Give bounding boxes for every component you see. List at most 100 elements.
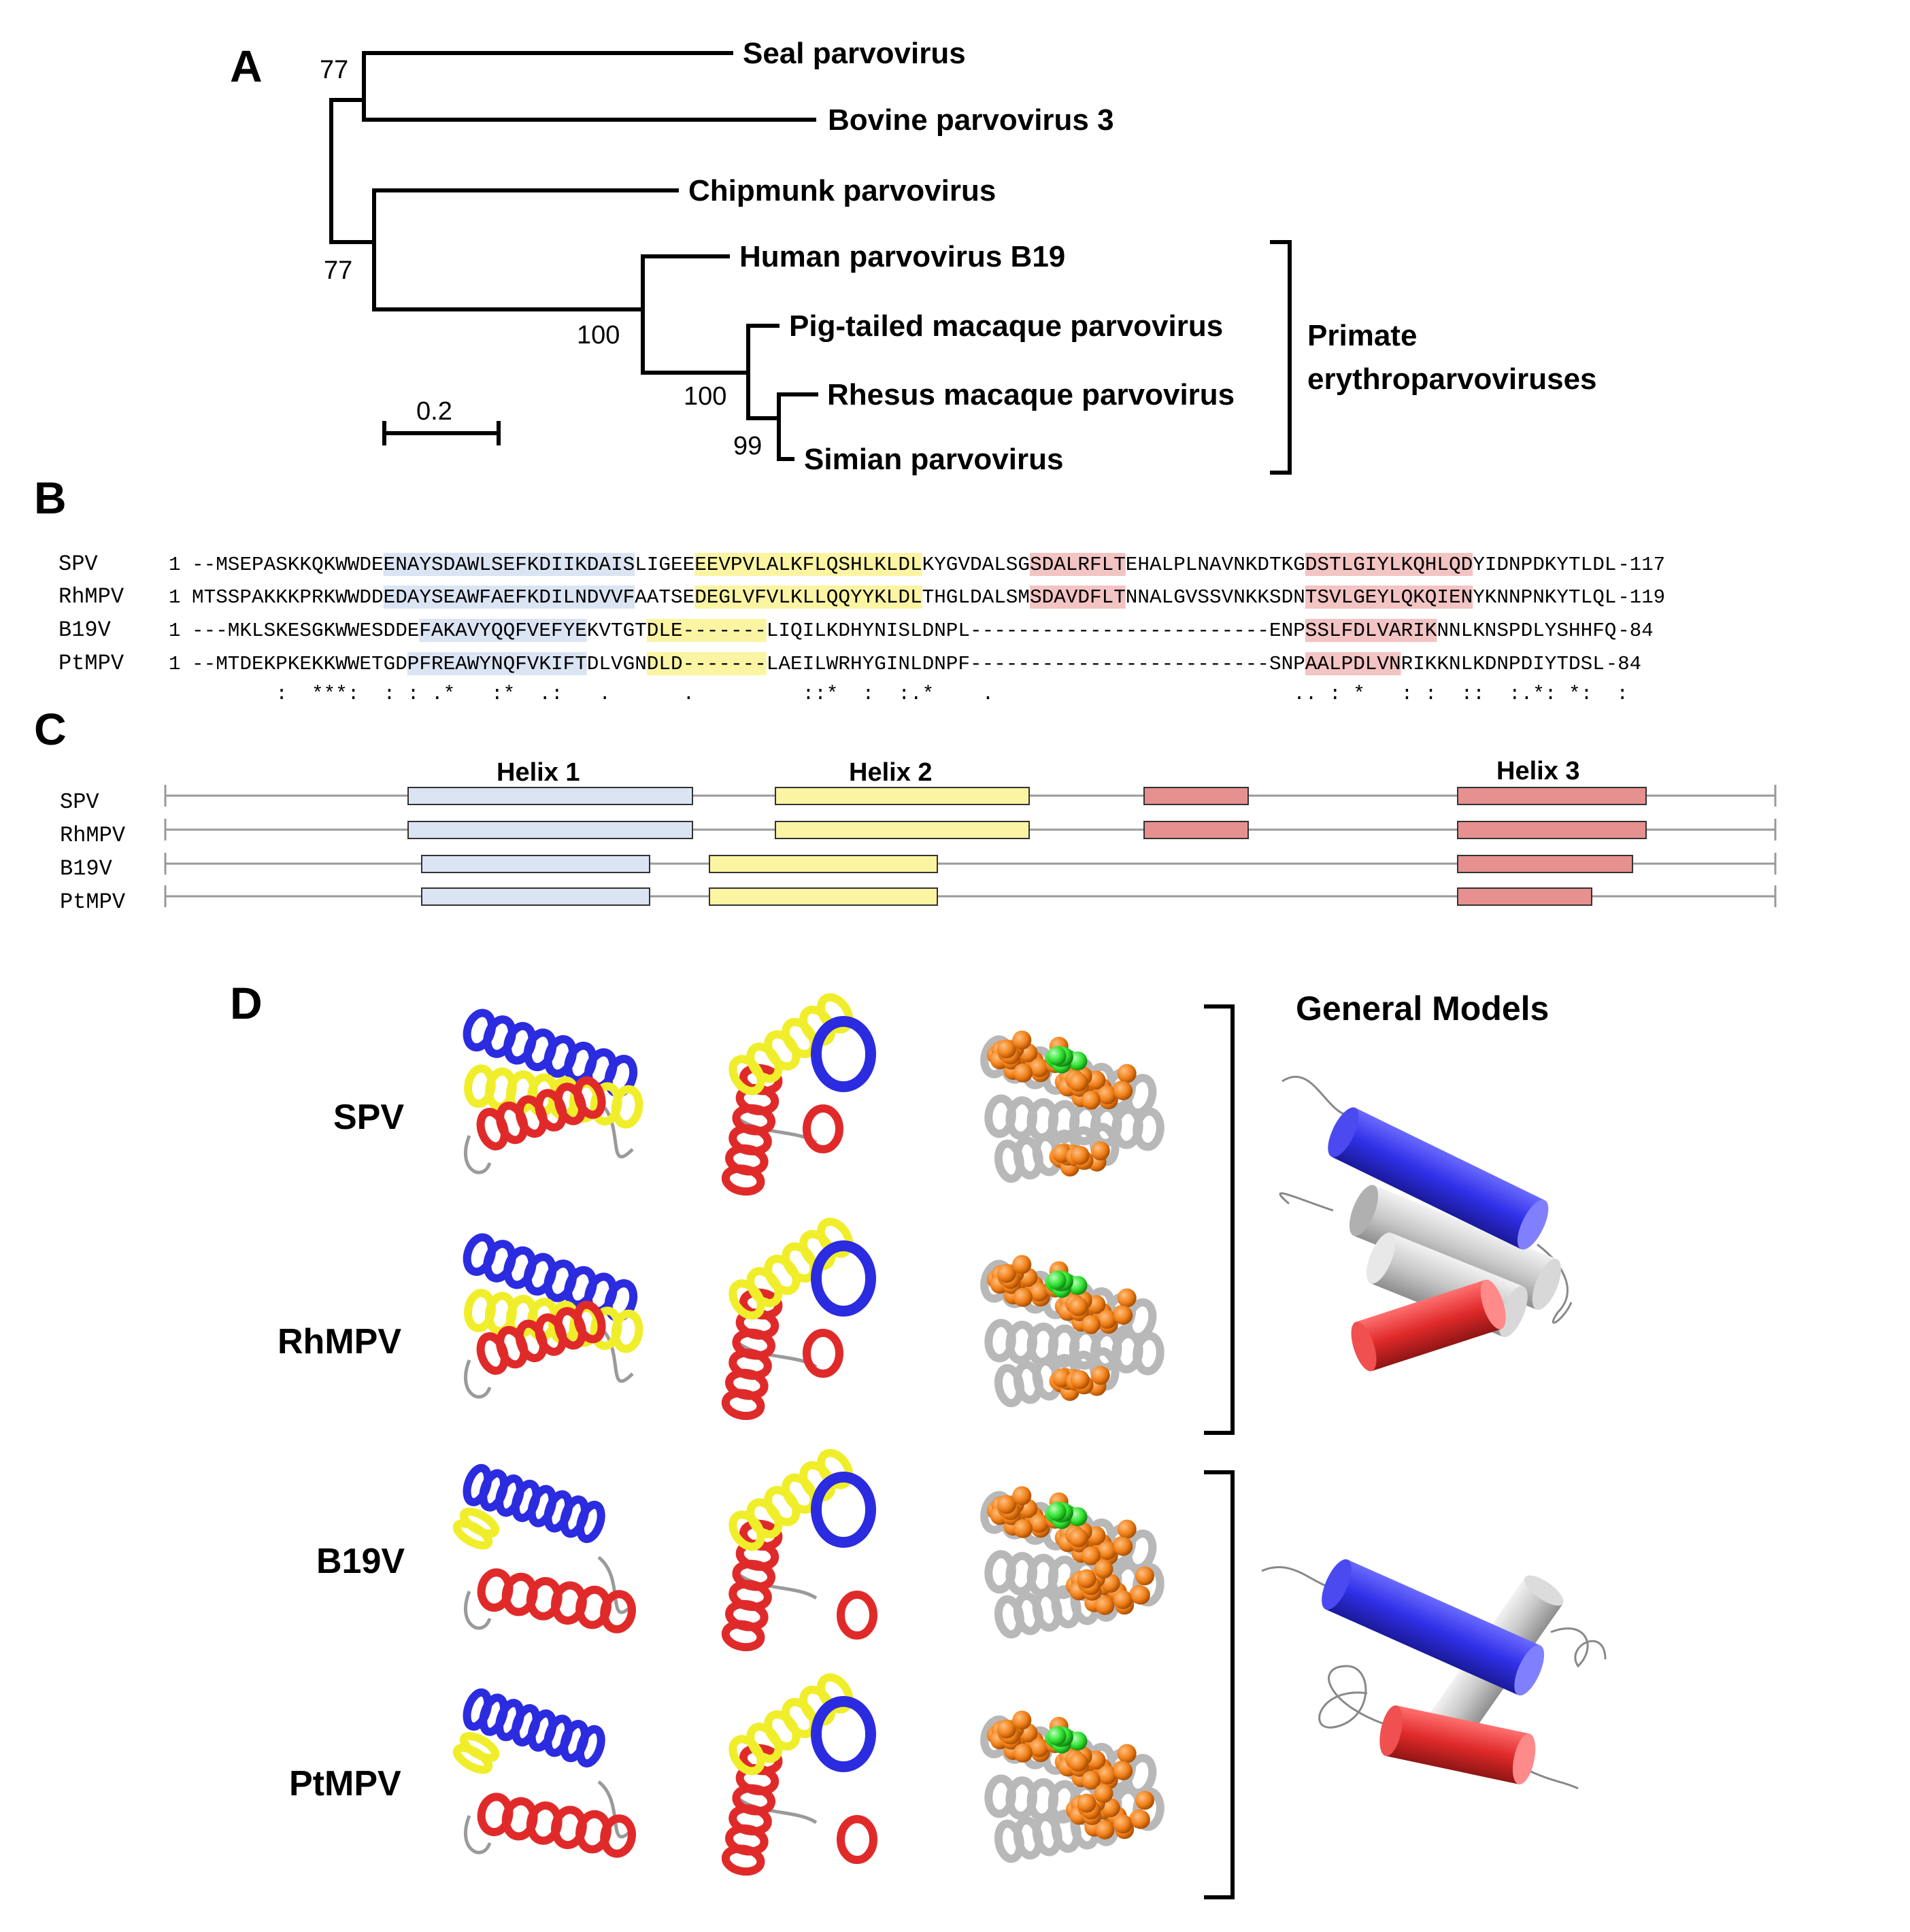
- alignment-highlight: [694, 553, 922, 576]
- row-label: RhMPV: [278, 1322, 401, 1361]
- sequence-text: --MSEPASKKQKWWDEENAYSDAWLSEFKDIIKDAISLIG…: [192, 554, 1616, 576]
- coil: [733, 1570, 818, 1600]
- helix-end-view: [811, 1472, 876, 1548]
- helix1-box: [407, 821, 693, 839]
- alignment-highlight: [646, 652, 767, 675]
- structure-side-view: [463, 1233, 643, 1399]
- alignment-highlight: [383, 553, 635, 576]
- alignment-highlight: [1030, 586, 1126, 609]
- sequence-end: -84: [1618, 620, 1653, 642]
- orange-residues: [1054, 1744, 1137, 1790]
- structure-surface-view: [980, 1255, 1165, 1408]
- orange-residues: [1054, 1064, 1137, 1110]
- sequence-name: SPV: [58, 552, 98, 577]
- alpha-helix: [452, 1507, 500, 1550]
- helix-label: Helix 2: [849, 758, 933, 787]
- alpha-helix: [463, 1463, 605, 1544]
- panel-b: B SPV 1 --MSEPASKKQKWWDEENAYSDAWLSEFKDIIKD…: [34, 473, 1665, 705]
- alpha-helix: [728, 1673, 854, 1776]
- alignment-highlight: [646, 619, 767, 642]
- taxon-label: Bovine parvovirus 3: [828, 103, 1114, 137]
- bracket-label: Primate: [1307, 319, 1417, 352]
- track-label: RhMPV: [60, 823, 126, 848]
- taxon-label: Simian parvovirus: [804, 443, 1063, 476]
- alpha-helix: [476, 1076, 606, 1151]
- coil: [464, 1359, 492, 1399]
- taxon-label: Chipmunk parvovirus: [688, 174, 996, 207]
- sequence-name: PtMPV: [58, 651, 124, 676]
- helix2-box: [709, 855, 938, 873]
- helix2-box: [709, 887, 938, 906]
- sequence-text: MTSSPAKKKPRKWWDDEDAYSEAWFAEFKDILNDVVFAAT…: [192, 586, 1616, 609]
- orange-residues: [1049, 1366, 1110, 1402]
- row-label: SPV: [333, 1098, 404, 1137]
- structure-end-view: [721, 1673, 877, 1876]
- track-rhmpv: RhMPV: [60, 819, 1777, 848]
- orange-residues: [1049, 1141, 1110, 1177]
- helix-end-view: [837, 1815, 877, 1864]
- panel-a-letter: A: [230, 41, 263, 91]
- alpha-helix: [452, 1731, 500, 1774]
- alignment-highlight: [1305, 586, 1473, 609]
- coil: [597, 1325, 634, 1383]
- sequence-start: 1: [169, 620, 180, 642]
- alignment-highlight: [1305, 553, 1473, 576]
- structure-end-view: [721, 993, 876, 1196]
- alignment-highlight: [419, 619, 587, 642]
- panel-d: D SPV RhMPV B19V PtMPV General Models: [230, 978, 1607, 1899]
- structure-surface-view: [980, 1486, 1165, 1639]
- sequence-alignment: SPV 1 --MSEPASKKQKWWDEENAYSDAWLSEFKDIIKDAI…: [58, 552, 1665, 705]
- coil: [733, 1794, 818, 1825]
- row-label: PtMPV: [289, 1764, 401, 1803]
- structure-surface-view: [980, 1710, 1165, 1863]
- alpha-helix: [463, 1688, 605, 1768]
- structure-models: [452, 993, 1165, 1876]
- alignment-highlight: [1305, 652, 1401, 675]
- alpha-helix: [721, 1064, 783, 1196]
- panel-c-letter: C: [34, 704, 67, 754]
- orange-residues: [1065, 1559, 1154, 1615]
- phylogenetic-tree: [329, 51, 1292, 475]
- bootstrap-value: 100: [577, 321, 620, 350]
- alpha-helix: [721, 1288, 783, 1421]
- sequence-text: --MTDEKPKEKKWWETGDPFREAWYNQFVKIFTDLVGNDL…: [192, 653, 1605, 675]
- sequence-start: 1: [169, 586, 180, 609]
- alpha-helix: [463, 1233, 638, 1322]
- general-model-cylinders-top: [1279, 1075, 1573, 1372]
- green-residue: [1045, 1502, 1088, 1529]
- general-model-cylinders-bottom: [1261, 1559, 1607, 1790]
- alpha-helix: [721, 1744, 783, 1876]
- alpha-helix: [477, 1568, 636, 1633]
- alignment-highlight: [1305, 619, 1437, 642]
- panel-a: A: [230, 37, 1597, 476]
- bracket-label: erythroparvoviruses: [1307, 362, 1597, 396]
- alpha-helix: [728, 993, 854, 1096]
- helix-end-view: [811, 1696, 876, 1772]
- green-residue: [1045, 1726, 1088, 1754]
- panel-b-letter: B: [34, 473, 67, 523]
- coil: [464, 1815, 492, 1854]
- track-label: SPV: [60, 790, 99, 815]
- helix3-box: [1457, 855, 1633, 873]
- taxon-label: Rhesus macaque parvovirus: [827, 378, 1235, 411]
- sequence-end: -84: [1606, 653, 1641, 675]
- track-spv: SPV: [60, 785, 1777, 815]
- helix1-box: [407, 787, 693, 805]
- helix-label: Helix 1: [497, 758, 580, 787]
- orange-residues: [986, 1710, 1069, 1763]
- coil: [464, 1591, 492, 1630]
- orange-residues: [1054, 1519, 1137, 1565]
- coil: [464, 1135, 492, 1174]
- bracket: [1204, 1004, 1235, 1899]
- green-residue: [1045, 1046, 1088, 1074]
- sequence-text: ---MKLSKESGKWWESDDEFAKAVYQQFVEFYEKVTGTDL…: [192, 620, 1616, 642]
- bootstrap-value: 77: [320, 56, 348, 84]
- row-label: B19V: [316, 1542, 405, 1581]
- alignment-highlight: [1030, 553, 1126, 576]
- taxon-label: Seal parvovirus: [743, 37, 966, 70]
- helix-end-view: [803, 1329, 843, 1378]
- general-models-label: General Models: [1296, 989, 1549, 1028]
- sequence-name: B19V: [58, 617, 112, 643]
- bootstrap-value: 77: [324, 256, 352, 285]
- alignment-highlight: [694, 586, 922, 609]
